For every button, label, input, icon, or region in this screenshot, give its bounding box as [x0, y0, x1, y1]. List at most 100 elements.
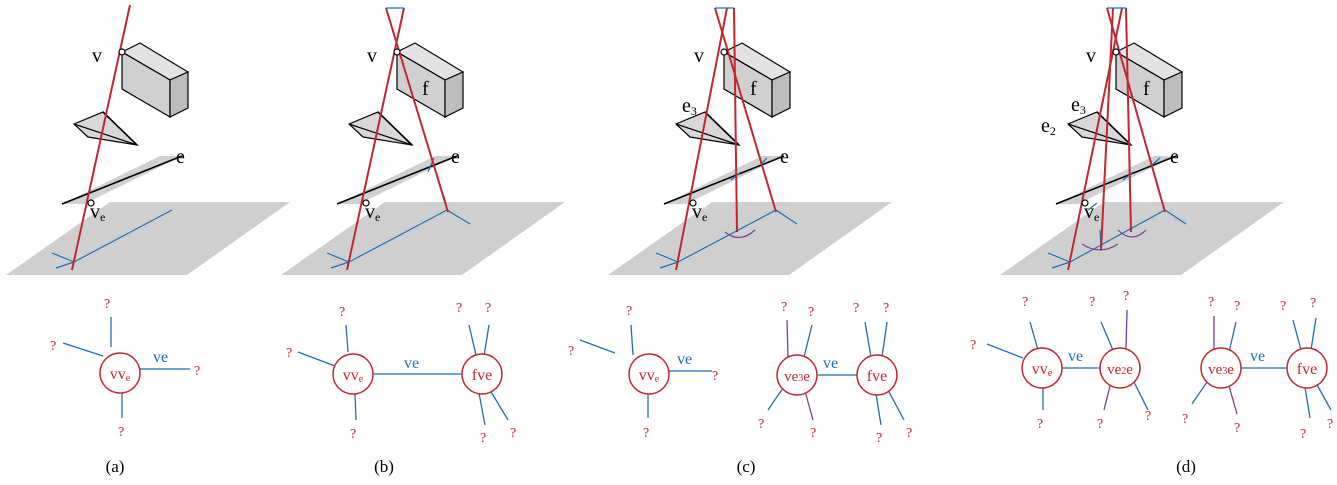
ground-plane [6, 202, 290, 275]
vertex-ve-point [1081, 199, 1089, 207]
panel-c: v f e e3 ve vve ve ? ? ? ? [568, 7, 912, 476]
label-e3-sub: 3 [1080, 103, 1086, 117]
node-label-main: ve [1107, 362, 1122, 378]
wedge-edge [73, 123, 138, 146]
unknown-mark: ? [1182, 412, 1188, 427]
wedge-edge [1067, 123, 1132, 146]
graph-edge [483, 324, 490, 357]
unknown-mark: ? [970, 338, 976, 353]
vertex-ve-point [87, 199, 95, 207]
ground-edge [55, 261, 75, 269]
vertex-v-point [1112, 48, 1120, 56]
node-label: vve [343, 367, 364, 385]
vertex-ve-point [689, 199, 697, 207]
graph-edge [1103, 385, 1111, 411]
unknown-mark: ? [1145, 409, 1151, 424]
box-side [771, 71, 791, 118]
graph-edge [630, 324, 634, 356]
ground-edge [1164, 209, 1187, 225]
label-f: f [750, 78, 757, 100]
graph-edge [579, 339, 616, 354]
ground-edge [348, 209, 448, 263]
unknown-mark: ? [50, 339, 56, 354]
ray-line [1125, 7, 1132, 233]
label-ve-sub: e [702, 210, 707, 224]
panel-a: v e ve vve ve ? ? ? ? (a) [6, 4, 290, 476]
node-label-sub: 3 [1222, 366, 1227, 377]
panel-b: v f e ve vve fve ve ? ? ? ? ? ? ? (b) [281, 7, 565, 476]
node-label: vve [639, 367, 660, 385]
unknown-mark: ? [810, 426, 816, 441]
graph-edge [1228, 385, 1238, 415]
graph-edge [297, 351, 336, 367]
unknown-mark: ? [456, 301, 462, 316]
vertex-v-point [118, 48, 126, 56]
label-e2-sub: 2 [1050, 124, 1056, 138]
ground-edge [73, 209, 173, 263]
unknown-mark: ? [1089, 295, 1095, 310]
wedge-edge [102, 111, 138, 146]
unknown-mark: ? [485, 301, 491, 316]
label-ve: ve [365, 201, 380, 224]
ray-line [675, 7, 728, 271]
unknown-mark: ? [350, 427, 356, 442]
edge-label: ve [677, 351, 692, 368]
edge-label: ve [153, 349, 168, 366]
box-side [444, 71, 464, 118]
node-label-sub: 2 [1121, 366, 1126, 377]
unknown-mark: ? [1327, 417, 1333, 432]
label-ve-sub: e [1094, 210, 1099, 224]
unknown-mark: ? [876, 431, 882, 446]
label-ve-main: v [692, 201, 702, 223]
node-label-main: vv [110, 366, 126, 383]
graph-edge [1304, 386, 1311, 419]
label-ve-main: v [365, 201, 375, 223]
edge-line-e [1055, 155, 1177, 205]
node-label-sub: 3 [798, 373, 803, 384]
unknown-mark: ? [1097, 417, 1103, 432]
graph-edge [1100, 321, 1114, 351]
unknown-mark: ? [286, 346, 292, 361]
graph-edge [345, 324, 349, 353]
ground-edge [775, 209, 798, 225]
wedge-edge [675, 123, 740, 146]
box-side [1163, 71, 1183, 118]
graph-edge [468, 324, 477, 356]
node-label: fve [1297, 361, 1317, 378]
label-ve-main: v [90, 201, 100, 223]
ground-edge [1051, 261, 1071, 269]
graph-edge [1315, 382, 1332, 411]
ray-line [714, 7, 777, 213]
node-label: ve2e [1107, 362, 1133, 378]
ground-edge [1047, 252, 1071, 263]
graph-edge [875, 393, 882, 426]
ground-plane [281, 202, 565, 275]
caption: (d) [1176, 457, 1196, 476]
ray-line [1100, 7, 1114, 251]
graph-edge [354, 393, 357, 421]
graph-edge [1029, 321, 1039, 351]
graph-a: vve ve ? ? ? ? [50, 297, 200, 440]
label-e3: e3 [1071, 94, 1086, 117]
caption: (b) [374, 457, 394, 476]
label-e: e [176, 146, 185, 168]
unknown-mark: ? [1234, 421, 1240, 436]
ground-edge [677, 209, 777, 263]
label-ve-main: v [1084, 201, 1094, 223]
node-label-sub: e [1048, 368, 1053, 379]
label-e2: e2 [1041, 115, 1056, 138]
label-f: f [422, 78, 429, 100]
vertex-v-point [720, 48, 728, 56]
graph-edge [881, 321, 888, 358]
node-label-tail: e [1126, 362, 1133, 378]
graph-edge [1125, 309, 1128, 350]
unknown-mark: ? [480, 431, 486, 446]
edge-line-e [336, 155, 458, 205]
ground-edge [659, 261, 679, 269]
graph-node [332, 353, 374, 395]
unknown-mark: ? [1234, 299, 1240, 314]
graph-node [856, 354, 898, 396]
unknown-mark: ? [568, 344, 574, 359]
ground-edge [1122, 171, 1134, 181]
